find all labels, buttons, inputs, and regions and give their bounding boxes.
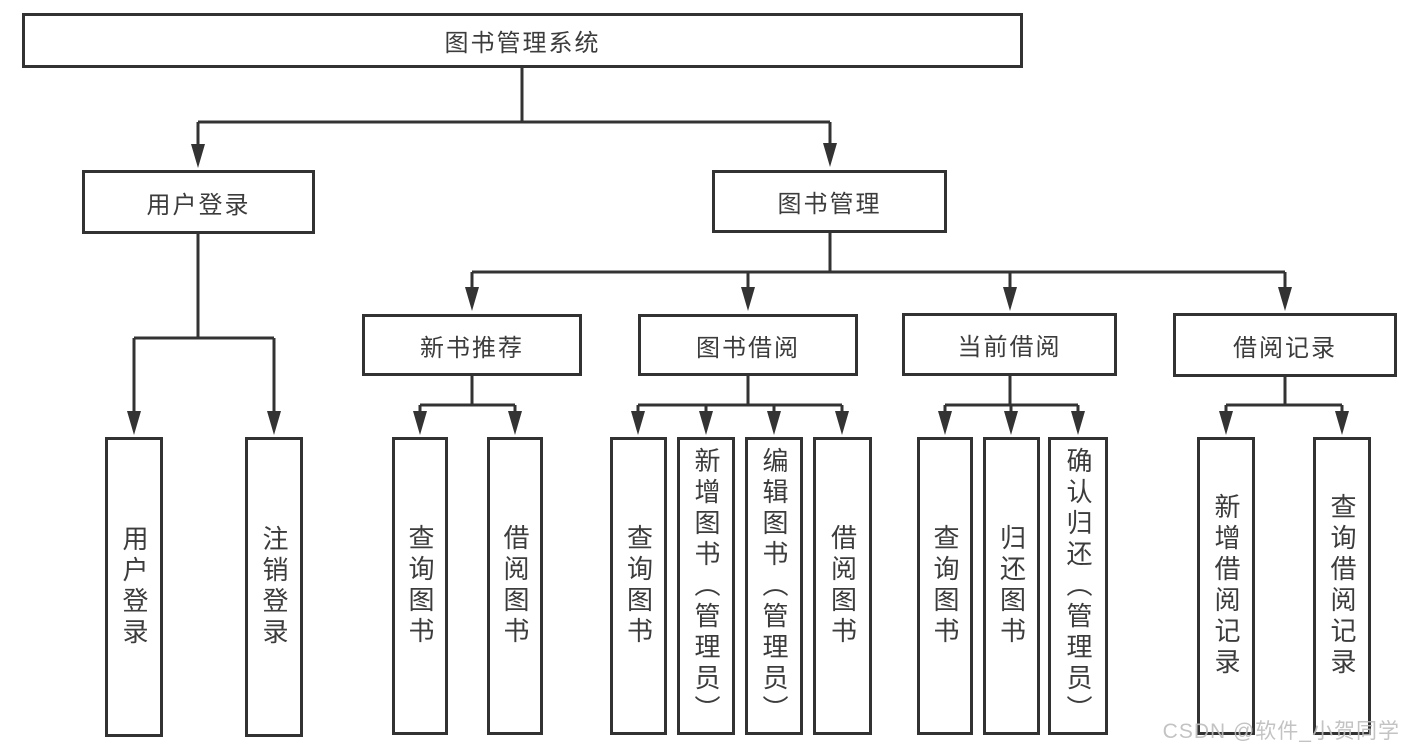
- node-user-login: 用户登录: [82, 170, 315, 234]
- node-new-book-recommend: 新书推荐: [362, 314, 582, 376]
- node-label: 新书推荐: [420, 334, 524, 362]
- node-current-borrow: 当前借阅: [902, 313, 1117, 376]
- connector-borrow-record-to-leaves: [1219, 376, 1349, 435]
- leaf-confirm-return-admin: 确认归还（管理员）: [1048, 437, 1108, 735]
- node-label: 新增借阅记录: [1211, 493, 1241, 679]
- connector-book-borrow-to-leaves: [631, 376, 849, 435]
- node-label: 确认归还（管理员）: [1063, 446, 1093, 726]
- leaf-user-login: 用户登录: [105, 437, 163, 737]
- leaf-query-book-current: 查询图书: [917, 437, 973, 735]
- leaf-edit-book-admin: 编辑图书（管理员）: [745, 437, 803, 735]
- connector-new-book-recommend-to-leaves: [413, 376, 522, 435]
- leaf-query-borrow-record: 查询借阅记录: [1313, 437, 1371, 735]
- node-label: 借阅记录: [1233, 334, 1337, 362]
- node-label: 图书借阅: [696, 334, 800, 362]
- node-label: 归还图书: [996, 524, 1027, 648]
- leaf-query-book-borrow: 查询图书: [610, 437, 667, 735]
- leaf-query-book-recommend: 查询图书: [392, 437, 448, 735]
- node-label: 注销登录: [259, 525, 289, 649]
- node-label: 图书管理系统: [444, 30, 601, 57]
- node-book-borrow: 图书借阅: [638, 314, 858, 376]
- connector-book-management-to-level3: [465, 233, 1292, 311]
- node-label: 用户登录: [119, 525, 149, 649]
- leaf-add-borrow-record: 新增借阅记录: [1197, 437, 1255, 735]
- node-label: 查询借阅记录: [1327, 493, 1357, 679]
- node-label: 查询图书: [405, 524, 435, 648]
- node-label: 用户登录: [146, 191, 251, 219]
- node-label: 新增图书（管理员）: [691, 446, 721, 726]
- node-label: 查询图书: [930, 524, 960, 648]
- csdn-watermark: CSDN @软件_小贺同学: [1162, 720, 1400, 743]
- node-label: 图书管理: [777, 191, 882, 218]
- connector-root-to-level2: [191, 68, 837, 168]
- node-label: 借阅图书: [500, 524, 530, 648]
- node-label: 编辑图书（管理员）: [759, 446, 789, 726]
- node-label: 借阅图书: [827, 524, 858, 648]
- leaf-borrow-book-recommend: 借阅图书: [487, 437, 543, 735]
- leaf-return-book: 归还图书: [983, 437, 1040, 735]
- node-root-system: 图书管理系统: [22, 13, 1023, 68]
- node-borrow-record: 借阅记录: [1173, 313, 1397, 377]
- node-book-management: 图书管理: [712, 170, 947, 233]
- leaf-borrow-book: 借阅图书: [813, 437, 872, 735]
- leaf-add-book-admin: 新增图书（管理员）: [677, 437, 735, 735]
- connector-user-login-to-leaves: [127, 234, 281, 435]
- connector-current-borrow-to-leaves: [938, 376, 1085, 435]
- node-label: 当前借阅: [957, 334, 1062, 361]
- node-label: 查询图书: [623, 524, 654, 648]
- leaf-logout: 注销登录: [245, 437, 303, 737]
